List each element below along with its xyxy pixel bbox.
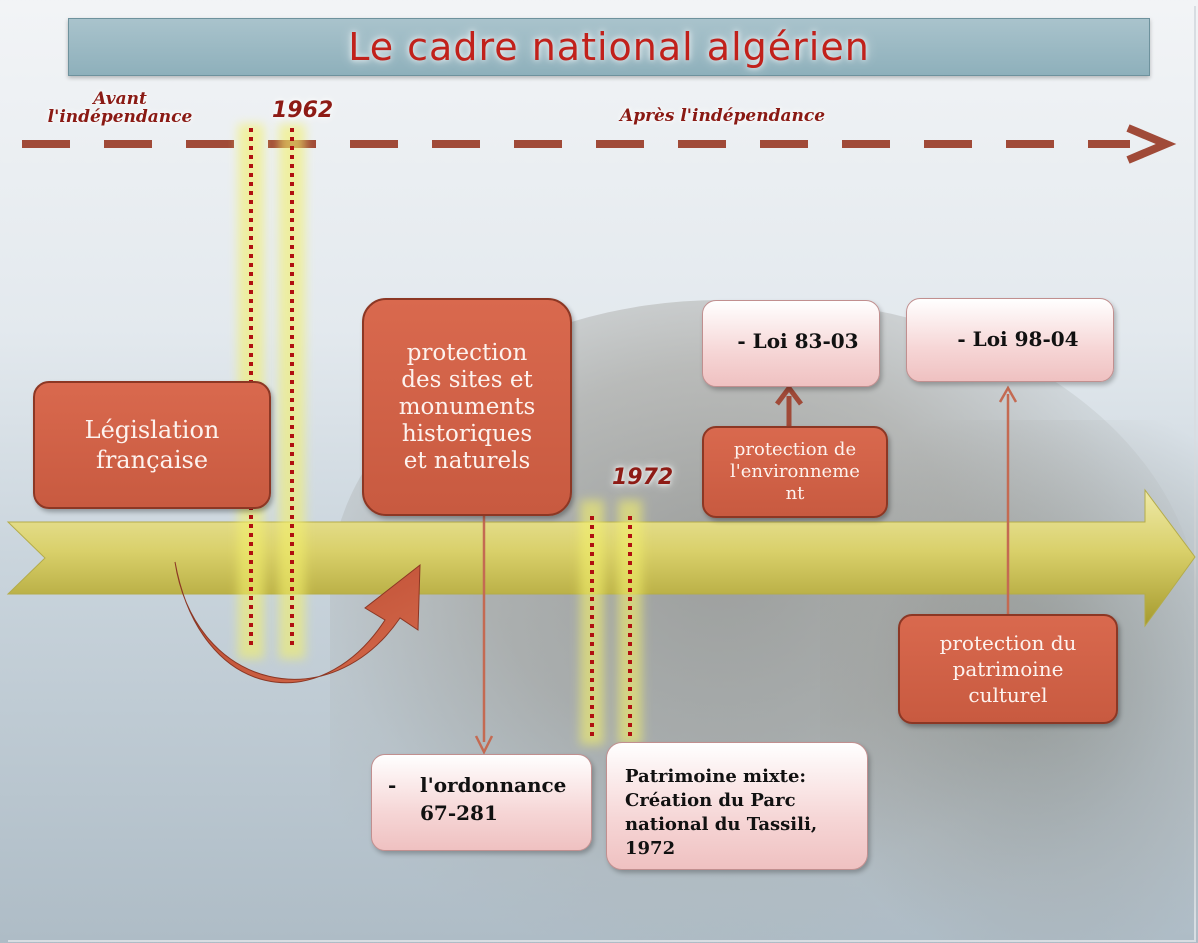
glow-band-1972-b: [618, 500, 642, 745]
box-ordonnance-line1: l'ordonnance: [420, 773, 567, 797]
box-ordonnance-line2: 67-281: [420, 801, 498, 825]
box-loi-83-03: - Loi 83-03: [702, 300, 880, 387]
box-protection-env-label: protection de l'environneme nt: [730, 439, 860, 504]
box-protection-sites-label: protection des sites et monuments histor…: [398, 339, 536, 474]
slide-frame: [8, 6, 1196, 942]
year-label-1972: 1972: [612, 465, 674, 490]
title-bar: Le cadre national algérien: [68, 18, 1150, 76]
box-protection-environnement: protection de l'environneme nt: [702, 426, 888, 518]
connector-arrowhead-up-icon: [998, 385, 1018, 403]
connector-arrowhead-icon: [474, 735, 494, 755]
box-protection-patrimoine: protection du patrimoine culturel: [898, 614, 1118, 724]
box-parc-tassili-label: Patrimoine mixte: Création du Parc natio…: [625, 766, 818, 859]
year-label-1962: 1962: [272, 98, 334, 123]
box-ordonnance: - l'ordonnance 67-281: [371, 754, 592, 851]
box-legislation-label: Législation française: [84, 416, 220, 474]
box-ordonnance-dash: -: [388, 773, 397, 797]
curved-transition-arrow: [174, 561, 421, 684]
box-loi-83-03-label: - Loi 83-03: [737, 329, 859, 353]
box-protection-patrimoine-label: protection du patrimoine culturel: [939, 631, 1077, 707]
era-label-after: Après l'indépendance: [620, 106, 826, 126]
box-loi-98-04: - Loi 98-04: [906, 298, 1114, 382]
glow-band-1972-a: [580, 500, 604, 745]
era-label-before: Avant l'indépendance: [47, 89, 193, 127]
page-title: Le cadre national algérien: [348, 25, 870, 69]
connector-arrowhead-up-icon: [775, 383, 803, 406]
era-arrow-head-icon: [1126, 124, 1177, 164]
box-legislation-francaise: Législation française: [33, 381, 271, 509]
box-parc-tassili: Patrimoine mixte: Création du Parc natio…: [606, 742, 868, 870]
box-protection-sites: protection des sites et monuments histor…: [362, 298, 572, 516]
box-loi-98-04-label: - Loi 98-04: [957, 327, 1079, 351]
